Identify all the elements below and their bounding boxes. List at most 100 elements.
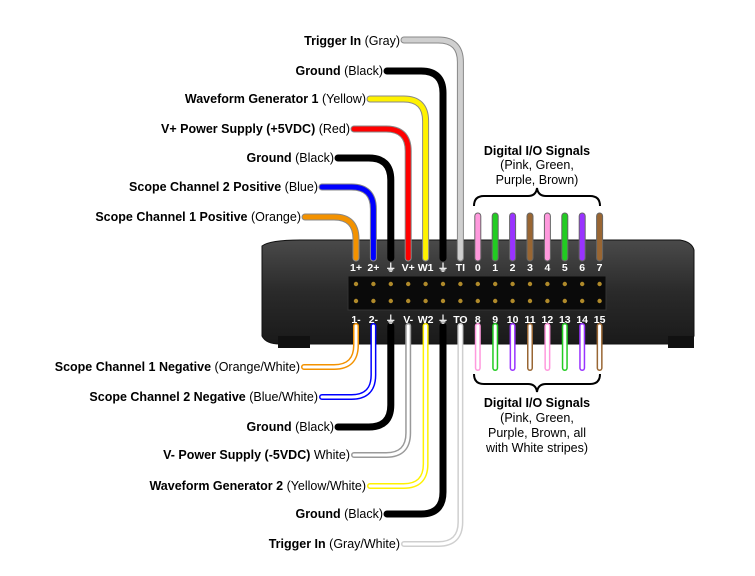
wire-top-analog bbox=[302, 214, 359, 261]
pin-socket bbox=[527, 281, 533, 287]
wire-top-analog bbox=[384, 68, 446, 261]
digital-bottom-brace bbox=[473, 373, 601, 393]
pin-socket bbox=[353, 298, 359, 304]
pin-label-bottom: V- bbox=[403, 314, 413, 326]
label-ground-3: Ground (Black) bbox=[246, 420, 334, 434]
pin-label-bottom: 1- bbox=[351, 314, 361, 326]
pin-label-top: 4 bbox=[544, 262, 550, 274]
pin-label-bottom: 13 bbox=[559, 314, 571, 326]
pin-socket bbox=[597, 281, 602, 287]
pin-label-top: ⏚ bbox=[386, 262, 397, 274]
wire-bottom-analog-striped bbox=[320, 324, 375, 399]
pin-label-bottom: W2 bbox=[418, 314, 434, 326]
digital-bottom-line-3: with White stripes) bbox=[485, 441, 588, 455]
wire-bottom-analog-striped bbox=[302, 324, 358, 369]
label-scope-ch1-positive: Scope Channel 1 Positive (Orange) bbox=[95, 210, 301, 224]
pin-label-top: 5 bbox=[562, 262, 568, 274]
label-waveform-generator-2: Waveform Generator 2 (Yellow/White) bbox=[149, 479, 366, 493]
pin-label-bottom: 14 bbox=[576, 314, 588, 326]
pin-label-bottom: 11 bbox=[524, 314, 535, 326]
label-ground-2: Ground (Black) bbox=[246, 151, 334, 165]
pin-label-top: ⏚ bbox=[438, 262, 449, 274]
wire-outline bbox=[367, 323, 429, 489]
label-ground-1: Ground (Black) bbox=[295, 64, 383, 78]
label-trigger-in-2: Trigger In (Gray/White) bbox=[269, 537, 400, 551]
header-connector bbox=[347, 275, 607, 311]
wire-bottom-analog bbox=[384, 323, 446, 517]
pin-label-bottom: TO bbox=[453, 314, 467, 326]
pin-label-top: V+ bbox=[402, 262, 415, 274]
wire-bottom-analog-striped bbox=[402, 324, 462, 546]
wire-bottom-analog-striped bbox=[368, 324, 428, 488]
pin-label-top: 1 bbox=[492, 262, 498, 274]
label-v-plus-power: V+ Power Supply (+5VDC) (Red) bbox=[161, 122, 350, 136]
pin-label-bottom: ⏚ bbox=[438, 314, 449, 326]
digital-top-line-1: (Pink, Green, bbox=[500, 158, 574, 172]
pin-socket bbox=[353, 281, 359, 287]
label-scope-ch1-negative: Scope Channel 1 Negative (Orange/White) bbox=[55, 360, 300, 374]
wire-top-analog bbox=[401, 37, 463, 261]
pin-socket bbox=[406, 281, 411, 287]
pin-label-bottom: 10 bbox=[507, 314, 519, 326]
pin-socket bbox=[510, 281, 515, 287]
pin-label-top: 1+ bbox=[350, 262, 362, 274]
pin-label-bottom: 8 bbox=[475, 314, 481, 326]
pin-label-top: 7 bbox=[597, 262, 603, 274]
label-v-minus-power: V- Power Supply (-5VDC) White) bbox=[163, 448, 350, 462]
label-ground-4: Ground (Black) bbox=[295, 507, 383, 521]
pin-label-bottom: 9 bbox=[492, 314, 498, 326]
pin-label-top: TI bbox=[456, 262, 465, 274]
pin-socket bbox=[527, 298, 533, 304]
wire-bottom-analog-striped bbox=[352, 324, 410, 457]
wire-outline bbox=[366, 95, 430, 262]
pin-label-bottom: ⏚ bbox=[386, 314, 397, 326]
pin-socket bbox=[388, 298, 393, 304]
pin-socket bbox=[545, 281, 550, 287]
pin-socket bbox=[562, 298, 567, 304]
digital-bottom-line-1: (Pink, Green, bbox=[500, 411, 574, 425]
label-scope-ch2-positive: Scope Channel 2 Positive (Blue) bbox=[129, 180, 318, 194]
pin-label-bottom: 12 bbox=[542, 314, 554, 326]
label-scope-ch2-negative: Scope Channel 2 Negative (Blue/White) bbox=[89, 390, 318, 404]
wire-top-analog bbox=[335, 155, 394, 261]
pin-socket bbox=[580, 298, 585, 304]
wire-top-analog bbox=[351, 126, 411, 261]
pin-label-top: W1 bbox=[418, 262, 434, 274]
pin-socket bbox=[580, 281, 585, 287]
label-trigger-in: Trigger In (Gray) bbox=[304, 34, 400, 48]
pin-socket bbox=[440, 298, 446, 304]
digital-top-brace bbox=[473, 187, 601, 207]
wire-outline bbox=[350, 125, 412, 262]
pin-socket bbox=[371, 298, 376, 304]
digital-top-line-2: Purple, Brown) bbox=[496, 173, 579, 187]
pin-label-top: 2 bbox=[510, 262, 516, 274]
pin-socket bbox=[510, 298, 515, 304]
pin-socket bbox=[493, 298, 498, 304]
pin-label-top: 2+ bbox=[367, 262, 379, 274]
pin-label-top: 0 bbox=[475, 262, 481, 274]
pin-socket bbox=[493, 281, 498, 287]
pin-socket bbox=[440, 281, 446, 287]
pin-socket bbox=[475, 281, 480, 287]
digital-bottom-line-2: Purple, Brown, all bbox=[488, 426, 586, 440]
wire-outline bbox=[351, 323, 412, 458]
pin-label-bottom: 15 bbox=[594, 314, 606, 326]
pin-socket bbox=[545, 298, 550, 304]
pin-socket bbox=[423, 298, 428, 304]
pin-socket bbox=[371, 281, 376, 287]
pin-label-top: 6 bbox=[579, 262, 585, 274]
pin-socket bbox=[597, 298, 602, 304]
wire-top-analog bbox=[367, 96, 429, 261]
pin-socket bbox=[458, 281, 463, 287]
pin-socket bbox=[388, 281, 393, 287]
pin-socket bbox=[406, 298, 411, 304]
wire-top-analog bbox=[319, 184, 376, 261]
pin-socket bbox=[423, 281, 428, 287]
pin-socket bbox=[458, 298, 463, 304]
pin-label-top: 3 bbox=[527, 262, 533, 274]
pin-socket bbox=[562, 281, 567, 287]
digital-bottom-title: Digital I/O Signals bbox=[484, 396, 590, 410]
wire-bottom-analog bbox=[335, 323, 394, 430]
pin-socket bbox=[475, 298, 480, 304]
